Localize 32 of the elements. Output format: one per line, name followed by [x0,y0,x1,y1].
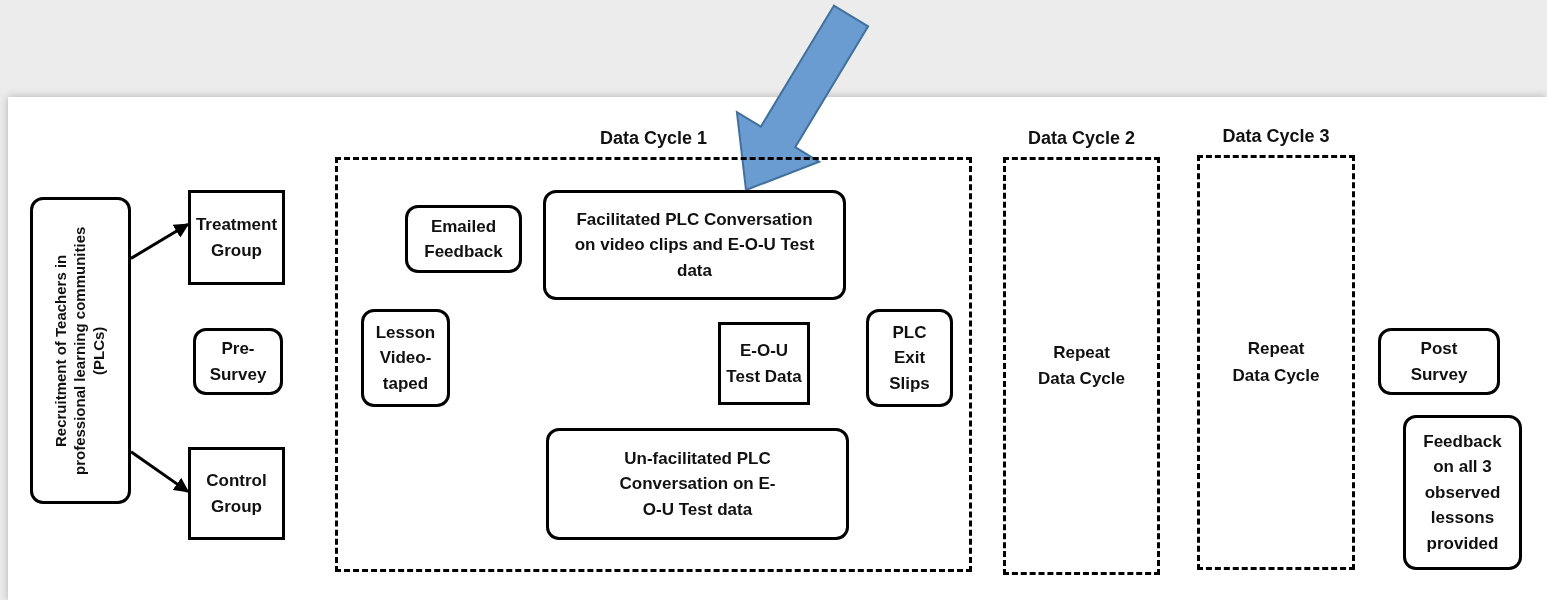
box-label: Treatment Group [195,214,278,262]
process-box [30,197,131,504]
box-label: Pre- Survey [208,338,268,386]
box-label: Post Survey [1409,338,1469,386]
rounded-box [543,190,846,300]
box-label: Feedback on all 3 observed lessons provided [1422,430,1503,555]
group-heading: Data Cycle 3 [1221,126,1331,147]
process-box [188,447,285,540]
rounded-box [1403,415,1522,570]
box-label: Recruitment of Teachers in professional learning communities (PLCs) [52,225,108,476]
box-label: Repeat Data Cycle [1037,341,1126,390]
process-box [718,322,810,405]
group-heading: Data Cycle 2 [1026,128,1137,149]
box-label: Un-facilitated PLC Conversation on E-O-U Test data [618,447,777,521]
rounded-box [1378,328,1500,395]
box-label: Lesson Video-taped [374,321,437,395]
box-label: PLC Exit Slips [888,321,931,395]
box-label: Emailed Feedback [423,215,504,263]
arrow [130,450,190,493]
rounded-box [866,309,953,407]
process-box [188,190,285,285]
box-label: E-O-U Test Data [725,340,803,388]
arrow [130,222,190,260]
rounded-box [405,205,522,273]
box-label: Control Group [205,470,268,518]
group-heading: Data Cycle 1 [598,128,709,149]
box-label: Repeat Data Cycle [1231,338,1321,387]
block-arrow [735,4,870,192]
rounded-box [193,328,283,395]
box-label: Facilitated PLC Conversation on video clips and E-O-U Test data [573,208,816,282]
rounded-box [546,428,849,540]
rounded-box [361,309,450,407]
